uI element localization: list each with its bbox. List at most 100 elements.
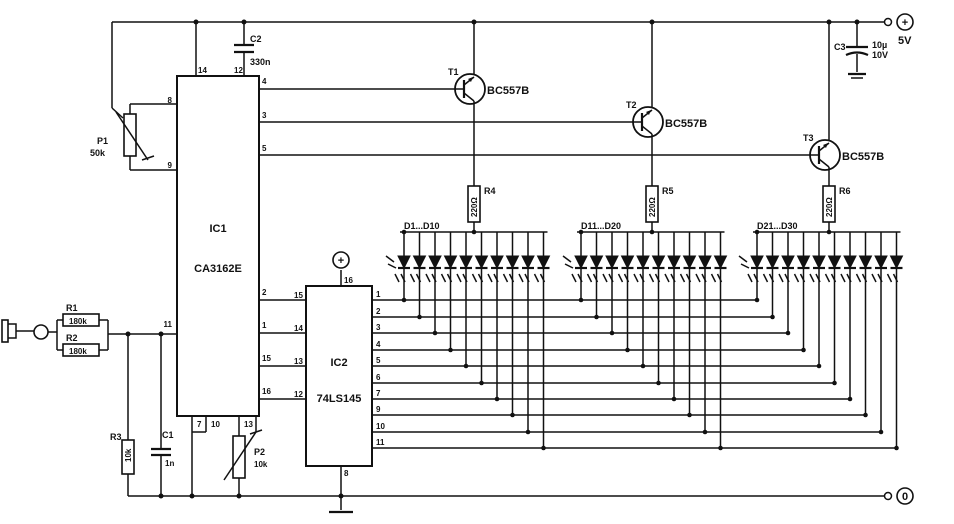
ic2-pin-16: 16 [344, 276, 353, 285]
ic1-ground-connection [191, 416, 207, 496]
transistor-ref: T3 [803, 133, 814, 143]
ic1-pin-12: 12 [234, 66, 243, 75]
p2-ref: P2 [254, 447, 265, 457]
c3-ref: C3 [834, 42, 846, 52]
ic1-pin-2: 2 [262, 288, 267, 297]
led-diode [698, 255, 712, 270]
led-diode [636, 255, 650, 270]
led-diode [812, 255, 826, 270]
ic1-pin-7: 7 [197, 420, 202, 429]
ic2-pin-14: 14 [294, 324, 303, 333]
transistor-ref: T1 [448, 67, 459, 77]
ic2-output-pin: 11 [376, 438, 385, 447]
transistor-type: BC557B [487, 85, 529, 97]
r3-ref: R3 [110, 432, 122, 442]
ic2-supply-plus: + [338, 255, 344, 267]
led-diode [827, 255, 842, 270]
led-group-2: D11...D20 [562, 221, 728, 451]
led-group-1: D1...D10 [385, 221, 551, 451]
ground-rail [128, 491, 893, 501]
capacitor-c3: C3 10µ 10V [834, 22, 888, 79]
ic2-output-pin: 3 [376, 323, 381, 332]
ic1-pin-11: 11 [164, 320, 173, 329]
c3-value-b: 10V [872, 50, 888, 60]
led-diode [474, 255, 489, 270]
ic1-pin-3: 3 [262, 111, 267, 120]
zero-symbol: 0 [902, 491, 908, 503]
resistor-r1: R1 180k [62, 303, 108, 327]
led-diode [781, 255, 795, 270]
potentiometer-p2: P2 10k [223, 416, 268, 496]
ic1-pin-10: 10 [211, 420, 220, 429]
ic2-74ls145: IC2 74LS145 15 14 13 12 16 8 + [294, 251, 373, 496]
led-diode [765, 255, 780, 270]
collector-resistor-ref: R6 [839, 186, 851, 196]
led-diode [750, 255, 764, 270]
ic2-output-pin: 10 [376, 422, 385, 431]
resistor-r2: R2 180k [62, 333, 108, 357]
ic1-pin-5: 5 [262, 144, 267, 153]
r1-value: 180k [69, 317, 87, 326]
transistor-ref: T2 [626, 100, 637, 110]
c2-value: 330n [250, 57, 271, 67]
led-diode [605, 255, 619, 270]
ic1-pin-4: 4 [262, 77, 267, 86]
r1-ref: R1 [66, 303, 78, 313]
led-diode [412, 255, 427, 270]
plus-5v-terminal: + 5V [896, 13, 914, 47]
led-group-label: D11...D20 [581, 221, 621, 231]
ic2-output-pin: 7 [376, 389, 381, 398]
led-group-label: D21...D30 [757, 221, 798, 231]
ic2-pin-12: 12 [294, 390, 303, 399]
ic2-output-pin: 6 [376, 373, 381, 382]
led-diode [490, 255, 504, 270]
ic2-name: IC2 [330, 357, 347, 369]
ic1-pin-15: 15 [262, 354, 271, 363]
p1-ref: P1 [97, 136, 108, 146]
led-diode [889, 255, 904, 270]
ic2-pin-15: 15 [294, 291, 303, 300]
led-group-3: D21...D30 [738, 221, 904, 451]
r3-value: 10k [124, 448, 133, 462]
led-diode [796, 255, 811, 270]
ic1-pin-9: 9 [168, 161, 173, 170]
led-diode [589, 255, 604, 270]
led-diode [428, 255, 442, 270]
ic2-output-pin: 2 [376, 307, 381, 316]
plus-symbol: + [902, 17, 908, 29]
ic1-pin-8: 8 [168, 96, 173, 105]
ic2-output-pin: 5 [376, 356, 381, 365]
ic1-name: IC1 [209, 223, 226, 235]
led-group-label: D1...D10 [404, 221, 440, 231]
led-diode [874, 255, 888, 270]
led-diode [682, 255, 697, 270]
led-diode [459, 255, 473, 270]
zero-volt-terminal: 0 [896, 487, 914, 505]
collector-resistor-value: 220Ω [648, 197, 657, 217]
ic1-ca3162e: IC1 CA3162E 14 12 8 9 11 4 3 5 2 1 15 16… [164, 22, 271, 429]
probe-input-connector [1, 319, 63, 351]
led-diode [667, 255, 681, 270]
potentiometer-p1: P1 50k [90, 40, 177, 171]
led-diode [397, 255, 411, 270]
p2-value: 10k [254, 460, 268, 469]
resistor-r3: R3 10k [110, 334, 135, 496]
ic1-pin-13: 13 [244, 420, 253, 429]
bcd-bus [259, 299, 306, 400]
capacitor-c1: C1 1n [151, 334, 174, 496]
c1-value: 1n [165, 459, 174, 468]
led-diode [620, 255, 635, 270]
p1-value: 50k [90, 148, 106, 158]
ic2-output-pin: 1 [376, 290, 381, 299]
ic2-output-pin: 9 [376, 405, 381, 414]
ic2-output-pin: 4 [376, 340, 381, 349]
r2-value: 180k [69, 347, 87, 356]
led-diode [505, 255, 520, 270]
ic1-part: CA3162E [194, 263, 242, 275]
ic1-pin-1: 1 [262, 321, 267, 330]
